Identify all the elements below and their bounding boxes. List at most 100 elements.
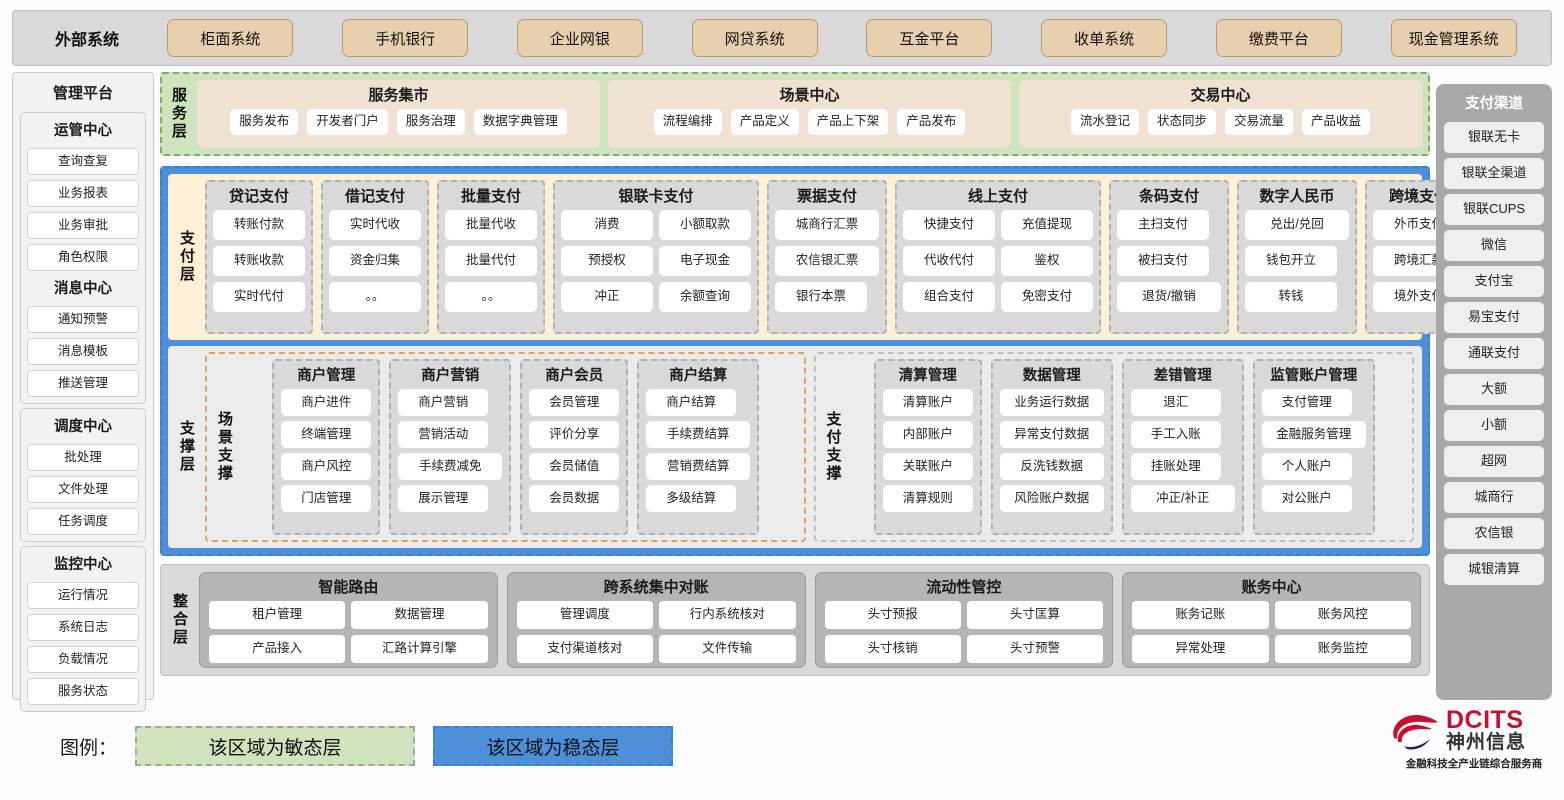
support-item[interactable]: 清算账户 xyxy=(882,389,973,416)
payment-item[interactable]: 钱包开立 xyxy=(1245,246,1337,276)
support-item[interactable]: 手续费结算 xyxy=(646,421,751,448)
support-item[interactable]: 冲正/补正 xyxy=(1130,485,1235,512)
payment-item[interactable]: 银行本票 xyxy=(775,282,867,312)
payment-item[interactable]: 。。 xyxy=(329,282,421,312)
admin-menu-item[interactable]: 查询查复 xyxy=(27,148,139,175)
payment-item[interactable]: 充值提现 xyxy=(1001,210,1093,240)
service-item[interactable]: 状态同步 xyxy=(1147,109,1216,135)
external-system-chip[interactable]: 互金平台 xyxy=(866,19,993,57)
support-item[interactable]: 对公账户 xyxy=(1261,485,1352,512)
support-item[interactable]: 营销费结算 xyxy=(646,453,751,480)
payment-item[interactable]: 余额查询 xyxy=(659,282,751,312)
support-item[interactable]: 会员数据 xyxy=(529,485,620,512)
payment-channel-item[interactable]: 小额 xyxy=(1444,410,1544,441)
integration-item[interactable]: 头寸预警 xyxy=(966,635,1104,663)
payment-channel-item[interactable]: 微信 xyxy=(1444,230,1544,261)
external-system-chip[interactable]: 企业网银 xyxy=(516,19,643,57)
payment-channel-item[interactable]: 易宝支付 xyxy=(1444,302,1544,333)
support-item[interactable]: 商户营销 xyxy=(398,389,489,416)
admin-menu-item[interactable]: 系统日志 xyxy=(27,614,139,641)
integration-item[interactable]: 支付渠道核对 xyxy=(516,635,654,663)
payment-channel-item[interactable]: 银联全渠道 xyxy=(1444,158,1544,189)
payment-item[interactable]: 冲正 xyxy=(561,282,653,312)
payment-item[interactable]: 转账收款 xyxy=(213,246,305,276)
support-item[interactable]: 门店管理 xyxy=(281,485,372,512)
payment-item[interactable]: 批量代收 xyxy=(445,210,537,240)
support-item[interactable]: 商户进件 xyxy=(281,389,372,416)
service-item[interactable]: 数据字典管理 xyxy=(473,109,567,135)
payment-channel-item[interactable]: 农信银 xyxy=(1444,518,1544,549)
integration-item[interactable]: 文件传输 xyxy=(659,635,796,663)
payment-item[interactable]: 资金归集 xyxy=(329,246,421,276)
payment-channel-item[interactable]: 大额 xyxy=(1444,374,1544,405)
payment-channel-item[interactable]: 支付宝 xyxy=(1444,266,1544,297)
integration-item[interactable]: 账务记账 xyxy=(1132,601,1269,629)
admin-menu-item[interactable]: 业务报表 xyxy=(27,180,139,207)
external-system-chip[interactable]: 网贷系统 xyxy=(691,19,818,57)
payment-item[interactable]: 免密支付 xyxy=(1001,282,1093,312)
admin-menu-item[interactable]: 通知预警 xyxy=(27,306,139,333)
support-item[interactable]: 风险账户数据 xyxy=(999,485,1104,512)
payment-item[interactable]: 退货/撤销 xyxy=(1117,282,1221,312)
integration-item[interactable]: 汇路计算引擎 xyxy=(351,635,488,663)
payment-item[interactable]: 。。 xyxy=(445,282,537,312)
payment-channel-item[interactable]: 城商行 xyxy=(1444,482,1544,513)
service-item[interactable]: 服务发布 xyxy=(230,109,299,135)
payment-channel-item[interactable]: 城银清算 xyxy=(1444,554,1544,585)
support-item[interactable]: 金融服务管理 xyxy=(1261,421,1366,448)
admin-menu-item[interactable]: 运行情况 xyxy=(27,582,139,609)
payment-item[interactable]: 小额取款 xyxy=(659,210,751,240)
payment-channel-item[interactable]: 银联CUPS xyxy=(1444,194,1544,225)
payment-item[interactable]: 电子现金 xyxy=(659,246,751,276)
support-item[interactable]: 终端管理 xyxy=(281,421,372,448)
payment-item[interactable]: 批量代付 xyxy=(445,246,537,276)
support-item[interactable]: 商户风控 xyxy=(281,453,372,480)
admin-menu-item[interactable]: 消息模板 xyxy=(27,338,139,365)
support-item[interactable]: 个人账户 xyxy=(1261,453,1352,480)
support-item[interactable]: 异常支付数据 xyxy=(999,421,1104,448)
integration-item[interactable]: 账务风控 xyxy=(1274,601,1411,629)
payment-item[interactable]: 主扫支付 xyxy=(1117,210,1209,240)
external-system-chip[interactable]: 现金管理系统 xyxy=(1390,19,1517,57)
admin-menu-item[interactable]: 文件处理 xyxy=(27,476,139,503)
support-item[interactable]: 内部账户 xyxy=(882,421,973,448)
support-item[interactable]: 挂账处理 xyxy=(1130,453,1221,480)
support-item[interactable]: 反洗钱数据 xyxy=(999,453,1104,480)
payment-item[interactable]: 城商行汇票 xyxy=(775,210,879,240)
payment-item[interactable]: 预授权 xyxy=(561,246,653,276)
service-item[interactable]: 产品上下架 xyxy=(807,109,889,135)
payment-channel-item[interactable]: 超网 xyxy=(1444,446,1544,477)
support-item[interactable]: 支付管理 xyxy=(1261,389,1352,416)
payment-item[interactable]: 转账付款 xyxy=(213,210,305,240)
service-item[interactable]: 开发者门户 xyxy=(307,109,388,135)
service-item[interactable]: 服务治理 xyxy=(396,109,465,135)
support-item[interactable]: 会员储值 xyxy=(529,453,620,480)
integration-item[interactable]: 产品接入 xyxy=(209,635,346,663)
support-item[interactable]: 展示管理 xyxy=(398,485,489,512)
admin-menu-item[interactable]: 角色权限 xyxy=(27,244,139,271)
service-item[interactable]: 产品发布 xyxy=(897,109,966,135)
admin-menu-item[interactable]: 业务审批 xyxy=(27,212,139,239)
payment-channel-item[interactable]: 银联无卡 xyxy=(1444,122,1544,153)
support-item[interactable]: 手工入账 xyxy=(1130,421,1221,448)
admin-menu-item[interactable]: 批处理 xyxy=(27,444,139,471)
external-system-chip[interactable]: 手机银行 xyxy=(342,19,469,57)
integration-item[interactable]: 头寸核销 xyxy=(824,635,961,663)
payment-item[interactable]: 被扫支付 xyxy=(1117,246,1209,276)
payment-item[interactable]: 转钱 xyxy=(1245,282,1337,312)
payment-item[interactable]: 快捷支付 xyxy=(903,210,995,240)
integration-item[interactable]: 账务监控 xyxy=(1274,635,1411,663)
support-item[interactable]: 清算规则 xyxy=(882,485,973,512)
support-item[interactable]: 手续费减免 xyxy=(398,453,503,480)
support-item[interactable]: 评价分享 xyxy=(529,421,620,448)
integration-item[interactable]: 数据管理 xyxy=(351,601,488,629)
support-item[interactable]: 业务运行数据 xyxy=(999,389,1104,416)
payment-item[interactable]: 组合支付 xyxy=(903,282,995,312)
integration-item[interactable]: 管理调度 xyxy=(516,601,654,629)
integration-item[interactable]: 租户管理 xyxy=(209,601,346,629)
external-system-chip[interactable]: 柜面系统 xyxy=(167,19,294,57)
admin-menu-item[interactable]: 服务状态 xyxy=(27,678,139,705)
admin-menu-item[interactable]: 任务调度 xyxy=(27,508,139,535)
service-item[interactable]: 交易流量 xyxy=(1225,109,1294,135)
integration-item[interactable]: 异常处理 xyxy=(1132,635,1269,663)
